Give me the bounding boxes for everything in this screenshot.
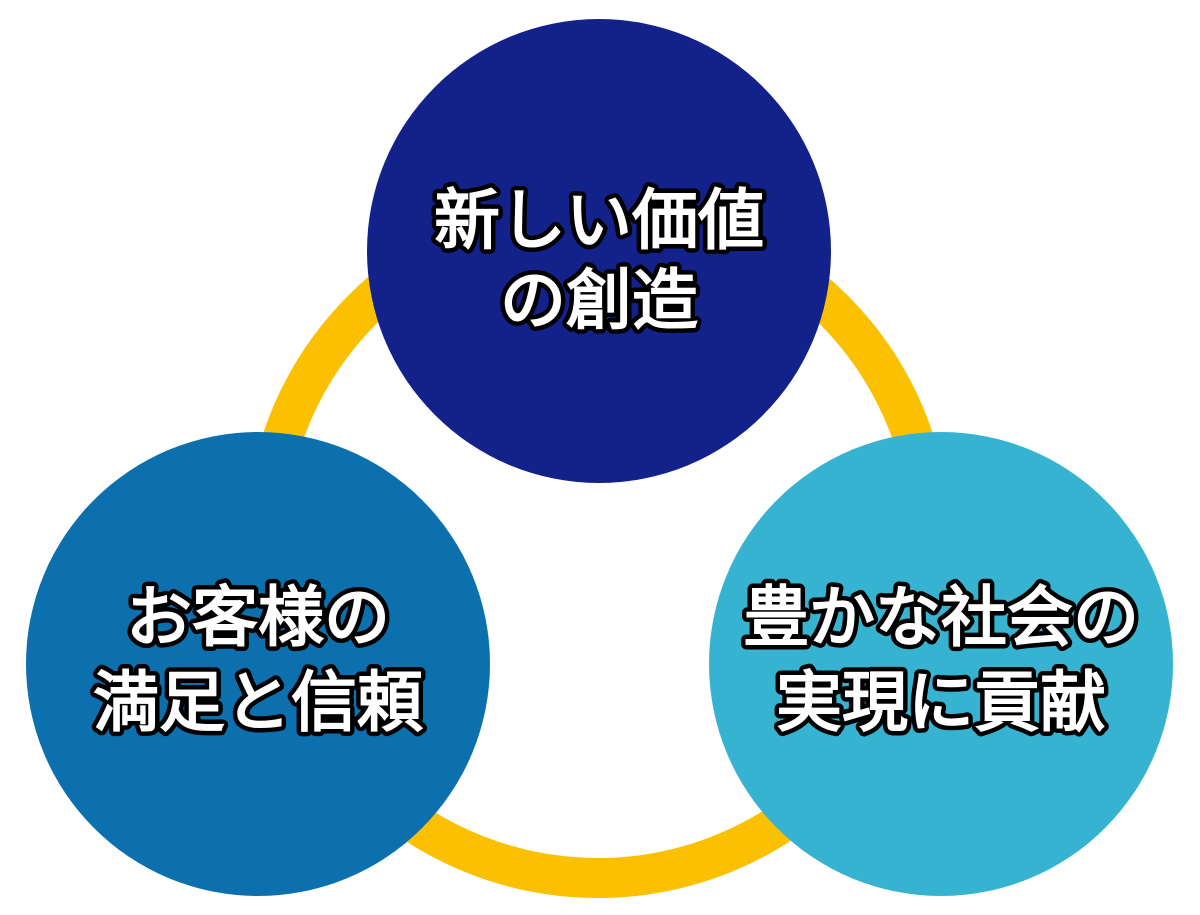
node-customer-satisfaction: お客様の 満足と信頼: [26, 432, 490, 896]
node-customer-satisfaction-line2: 満足と信頼: [93, 664, 424, 741]
node-new-value: 新しい価値 の創造: [367, 19, 831, 483]
node-rich-society: 豊かな社会の 実現に貢献: [709, 432, 1173, 896]
node-customer-satisfaction-circle: [26, 432, 490, 896]
node-new-value-line2: の創造: [500, 262, 698, 339]
node-rich-society-circle: [709, 432, 1173, 896]
node-rich-society-line2: 実現に貢献: [776, 664, 1106, 741]
node-customer-satisfaction-line1: お客様の: [126, 579, 390, 656]
node-rich-society-line1: 豊かな社会の: [743, 579, 1139, 656]
node-new-value-circle: [367, 19, 831, 483]
node-new-value-line1: 新しい価値: [434, 182, 764, 259]
